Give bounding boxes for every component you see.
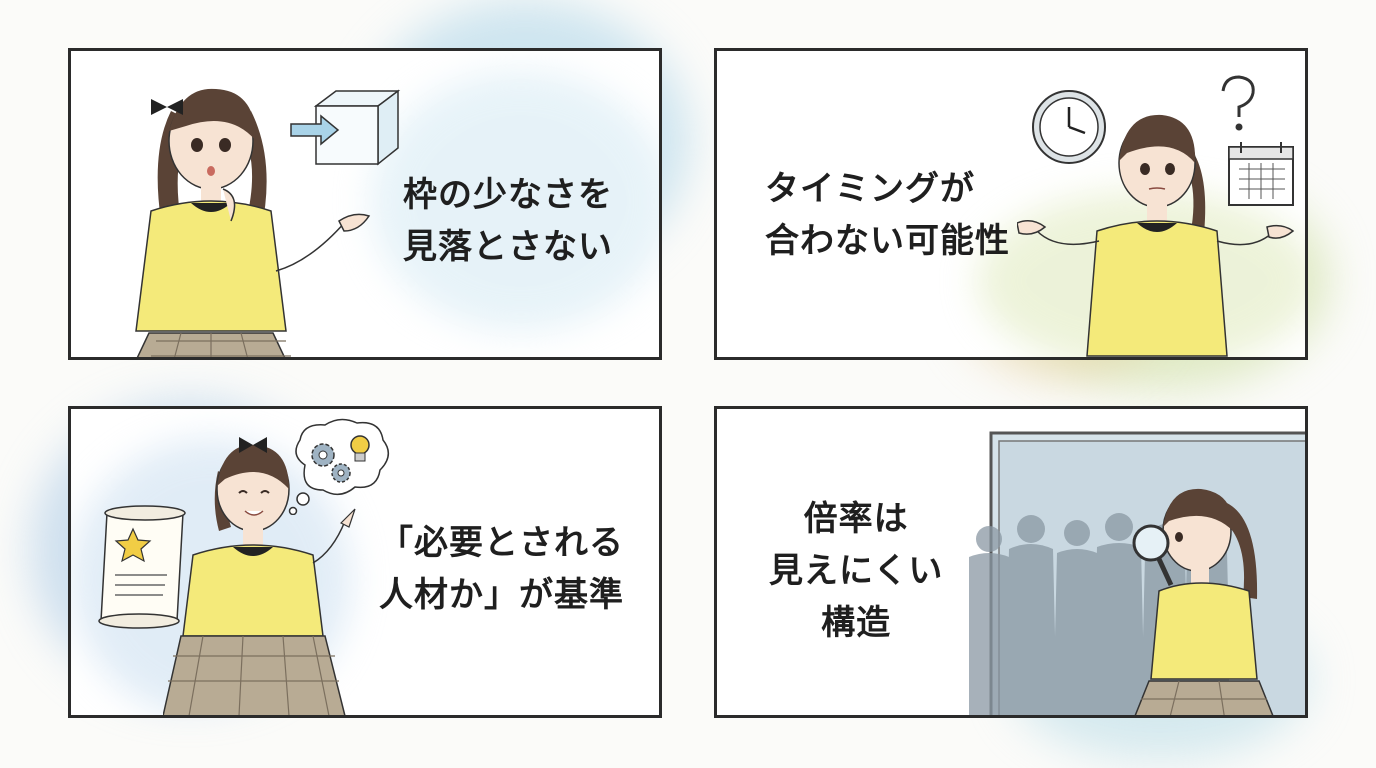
panel-1: 枠の少なさを 見落とさない bbox=[68, 48, 662, 360]
question-mark-icon bbox=[1215, 73, 1261, 137]
panel-4-caption: 倍率は 見えにくい 構造 bbox=[769, 493, 943, 649]
woman-looking-figure bbox=[1129, 479, 1305, 715]
caption-line: 合わない可能性 bbox=[765, 221, 1010, 261]
woman-pointing-figure bbox=[163, 431, 383, 715]
panel-2-caption: タイミングが 合わない可能性 bbox=[765, 163, 1010, 267]
panel-3: 「必要とされる 人材か」が基準 bbox=[68, 406, 662, 718]
caption-line: 見えにくい bbox=[769, 551, 944, 591]
caption-line: 枠の少なさを bbox=[403, 175, 613, 215]
caption-line: 見落とさない bbox=[403, 227, 613, 267]
magnifying-glass-icon bbox=[1129, 521, 1179, 591]
box-with-arrow-icon bbox=[286, 86, 406, 171]
clock-icon bbox=[1029, 87, 1109, 167]
caption-line: 「必要とされる bbox=[379, 523, 624, 563]
caption-line: タイミングが bbox=[765, 169, 975, 209]
panel-4: 倍率は 見えにくい 構造 bbox=[714, 406, 1308, 718]
woman-shrugging-figure bbox=[1017, 101, 1297, 357]
scroll-with-star-icon bbox=[93, 503, 193, 633]
calendar-icon bbox=[1225, 139, 1299, 209]
lightbulb-icon bbox=[345, 431, 375, 471]
caption-line: 構造 bbox=[821, 603, 892, 643]
caption-line: 人材か」が基準 bbox=[379, 575, 624, 615]
panel-3-caption: 「必要とされる 人材か」が基準 bbox=[379, 517, 624, 621]
panel-wash bbox=[371, 71, 659, 331]
woman-thinking-figure bbox=[111, 71, 371, 357]
gears-icon bbox=[303, 435, 359, 491]
panel-1-caption: 枠の少なさを 見落とさない bbox=[403, 169, 613, 273]
caption-line: 倍率は bbox=[803, 499, 909, 539]
panel-2: タイミングが 合わない可能性 bbox=[714, 48, 1308, 360]
